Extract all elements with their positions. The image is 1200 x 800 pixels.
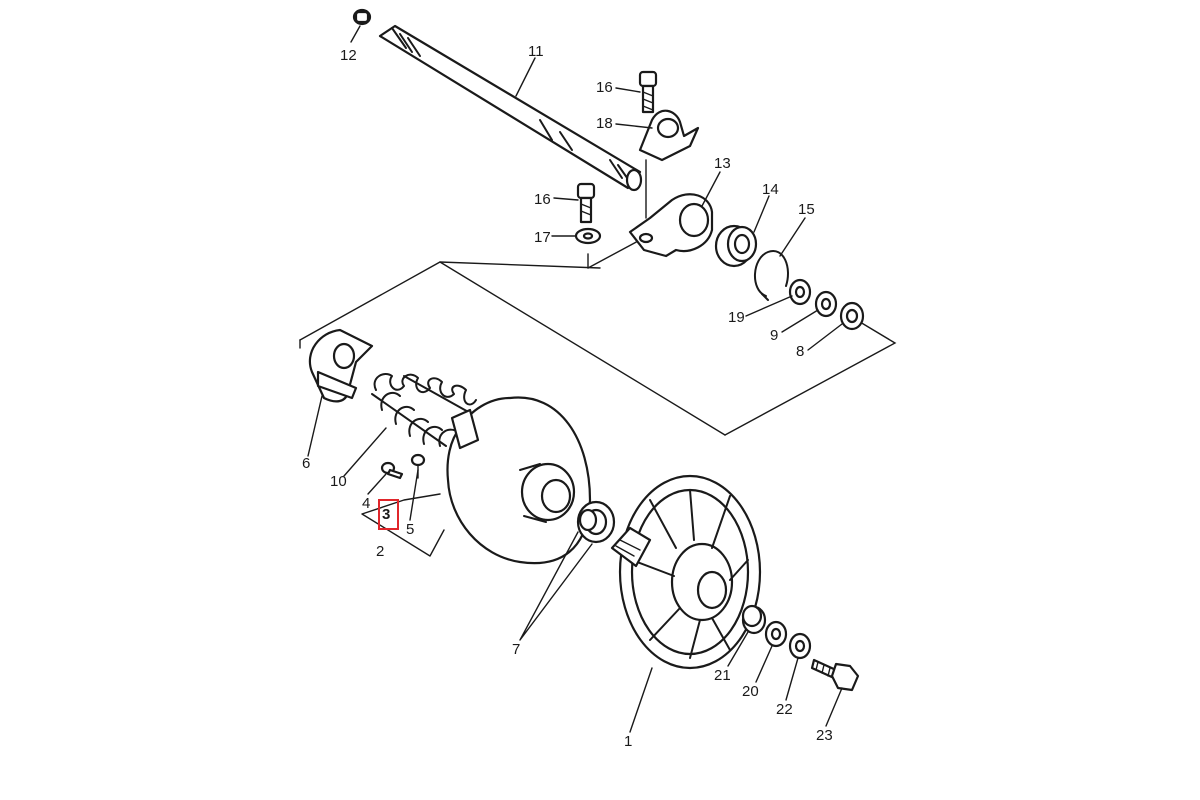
part-8-washer <box>839 301 865 331</box>
label-part-17: 17 <box>534 229 551 246</box>
label-part-12: 12 <box>340 47 357 64</box>
label-part-18: 18 <box>596 115 613 132</box>
movable-sheave <box>446 396 592 565</box>
part-14-bearing <box>714 224 758 268</box>
label-part-15: 15 <box>798 201 815 218</box>
part-18-bearing-cap <box>638 109 700 162</box>
label-part-16-lower: 16 <box>534 191 551 208</box>
part-11-shaft <box>378 24 643 192</box>
highlight-box-part-3 <box>378 499 399 530</box>
part-16-bolt-lower <box>576 182 596 224</box>
label-part-10: 10 <box>330 473 347 490</box>
leader-lines <box>307 25 843 733</box>
label-part-2: 2 <box>376 543 384 560</box>
part-5-screw <box>410 453 426 479</box>
label-part-21: 21 <box>714 667 731 684</box>
part-labels: 12 11 16 18 13 14 15 16 17 19 9 8 6 10 4… <box>302 43 833 750</box>
label-part-4: 4 <box>362 495 370 512</box>
part-9-washer <box>814 290 838 318</box>
label-part-6: 6 <box>302 455 310 472</box>
part-13-bearing-housing <box>628 193 714 258</box>
part-7-bushings <box>576 500 616 544</box>
label-part-7: 7 <box>512 641 520 658</box>
label-part-20: 20 <box>742 683 759 700</box>
part-1-fixed-sheave <box>610 474 762 670</box>
part-22-washer <box>788 632 812 660</box>
part-21-spacer <box>741 604 767 635</box>
part-10-spring <box>371 372 477 447</box>
label-part-8: 8 <box>796 343 804 360</box>
label-part-22: 22 <box>776 701 793 718</box>
part-19-washer <box>788 278 812 306</box>
label-part-3[interactable]: 3 <box>382 506 390 523</box>
assembly-outline <box>299 239 897 436</box>
part-23-bolt <box>810 658 860 692</box>
part-4-screw <box>380 461 404 480</box>
label-part-13: 13 <box>714 155 731 172</box>
part-20-washer <box>764 620 788 648</box>
label-part-1: 1 <box>624 733 632 750</box>
label-part-23: 23 <box>816 727 833 744</box>
label-part-9: 9 <box>770 327 778 344</box>
label-part-14: 14 <box>762 181 779 198</box>
part-12-end-cap <box>352 8 372 26</box>
part-16-bolt-upper <box>638 70 658 114</box>
label-part-5: 5 <box>406 521 414 538</box>
label-part-19: 19 <box>728 309 745 326</box>
part-15-circlip <box>753 250 789 301</box>
label-part-11: 11 <box>528 43 544 60</box>
part-17-washer <box>574 227 602 245</box>
label-part-16-upper: 16 <box>596 79 613 96</box>
part-6-cam <box>308 328 374 403</box>
